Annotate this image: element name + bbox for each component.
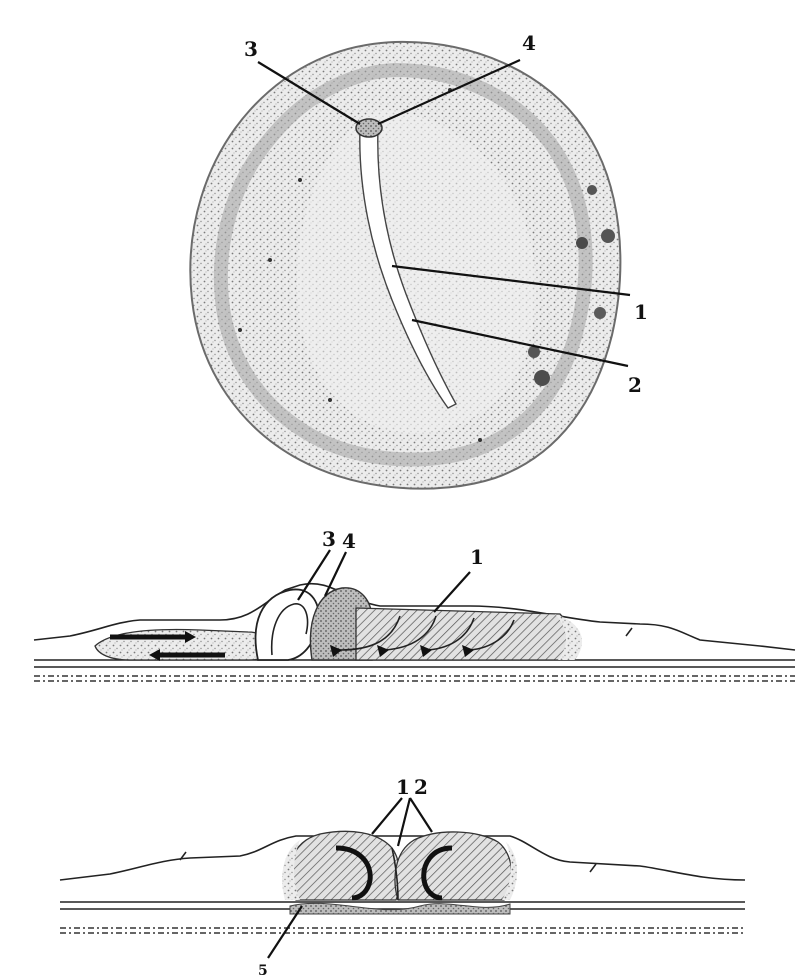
blob — [601, 229, 615, 243]
blob — [587, 185, 597, 195]
blob — [478, 438, 482, 442]
top-view-disc: 3 4 1 2 — [190, 31, 648, 489]
bottom-leader-1 — [372, 798, 402, 834]
blob — [576, 237, 588, 249]
top-label-4: 4 — [522, 31, 536, 55]
blob — [594, 307, 606, 319]
mid-leader-3 — [298, 550, 330, 600]
blob — [268, 258, 272, 262]
mid-notch — [626, 628, 632, 636]
top-label-3: 3 — [244, 37, 258, 61]
bottom-leader-2 — [398, 798, 410, 846]
top-label-2: 2 — [628, 373, 642, 397]
top-label-1: 1 — [634, 300, 648, 324]
mid-label-4: 4 — [342, 529, 356, 553]
bottom-leader-2b — [410, 798, 432, 832]
blob — [238, 328, 242, 332]
bottom-label-2: 2 — [414, 775, 428, 799]
bottom-leader-5 — [268, 906, 302, 958]
mid-label-1: 1 — [470, 545, 484, 569]
bottom-section: 1 2 5 — [60, 775, 745, 979]
primitive-node — [356, 119, 382, 137]
bottom-notch — [590, 864, 596, 872]
blob — [298, 178, 302, 182]
bottom-label-1: 1 — [396, 775, 410, 799]
bottom-label-5: 5 — [258, 963, 268, 979]
blob — [534, 370, 550, 386]
middle-section: 3 4 1 — [34, 527, 795, 681]
bottom-right-lobe — [395, 832, 512, 900]
bottom-left-lobe — [290, 831, 400, 900]
blob — [328, 398, 332, 402]
mid-label-3: 3 — [322, 527, 336, 551]
mid-pit-loop — [256, 589, 319, 660]
